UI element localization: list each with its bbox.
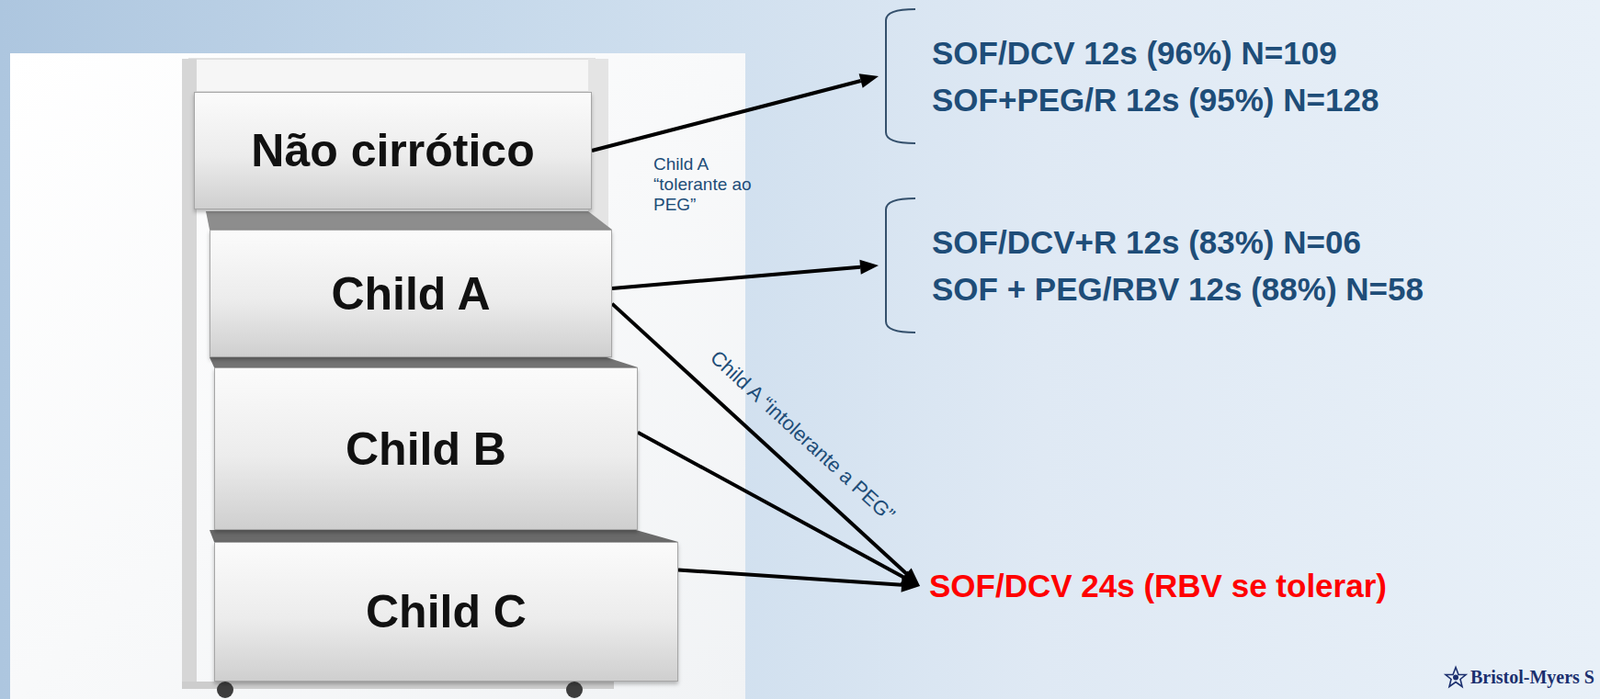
bracket (880, 196, 918, 335)
drawer-front: Não cirrótico (193, 91, 592, 210)
arrow-connector (612, 260, 879, 289)
drawer-inside (209, 357, 638, 368)
cabinet-base (181, 681, 614, 690)
arrow-head (859, 260, 879, 275)
regimen-box: SOF/DCV 24s (RBV se tolerar) (921, 562, 1395, 611)
regimen-text: SOF + PEG/RBV 12s (88%) N=58 (931, 265, 1424, 313)
drawer-label: Child A (330, 267, 490, 321)
arrow-line (612, 304, 907, 575)
cabinet-top (188, 58, 605, 92)
drawer-label: Não cirrótico (250, 124, 534, 178)
arrow-line (612, 267, 861, 289)
regimen-group: SOF/DCV+R 12s (83%) N=06SOF + PEG/RBV 12… (880, 196, 1433, 335)
regimen-text: SOF+PEG/R 12s (95%) N=128 (931, 76, 1379, 124)
regimen-group: SOF/DCV 12s (96%) N=109SOF+PEG/R 12s (95… (880, 7, 1388, 146)
drawer-label-holder: Não cirrótico (250, 124, 534, 178)
drawer-label: Child B (345, 422, 507, 477)
wheel (566, 681, 583, 699)
drawer-front: Child A (209, 229, 613, 358)
edge-label: Child A “tolerante ao PEG” (653, 154, 783, 216)
arrow-line (678, 569, 902, 585)
arrow-head (901, 578, 920, 593)
drawer-inside (205, 211, 613, 230)
wheel (216, 681, 234, 699)
bracket-line (885, 9, 916, 144)
logo-text: Bristol-Myers S (1470, 667, 1595, 689)
edge-label: Child A “intolerante a PEG” (705, 345, 900, 527)
arrow-connector (678, 569, 920, 592)
logo-symbol (1445, 668, 1466, 688)
arrow-line (591, 80, 862, 151)
bracket-line (885, 198, 916, 333)
drawer-label: Child C (365, 585, 527, 639)
regimen-text: SOF/DCV+R 12s (83%) N=06 (931, 218, 1424, 266)
drawer-label-holder: Child C (365, 585, 527, 639)
drawer-inside (209, 530, 679, 543)
bracket (880, 7, 918, 146)
drawer-front: Child B (214, 367, 638, 531)
regimen-text: SOF/DCV 12s (96%) N=109 (931, 29, 1379, 77)
photo-panel (10, 53, 746, 699)
drawer-label-holder: Child B (345, 422, 507, 477)
drawer-label-holder: Child A (330, 267, 490, 321)
arrow-connector (591, 73, 879, 151)
regimen-text: SOF/DCV 24s (RBV se tolerar) (929, 566, 1387, 607)
drawer-front: Child C (214, 542, 679, 682)
arrow-head (859, 73, 879, 88)
